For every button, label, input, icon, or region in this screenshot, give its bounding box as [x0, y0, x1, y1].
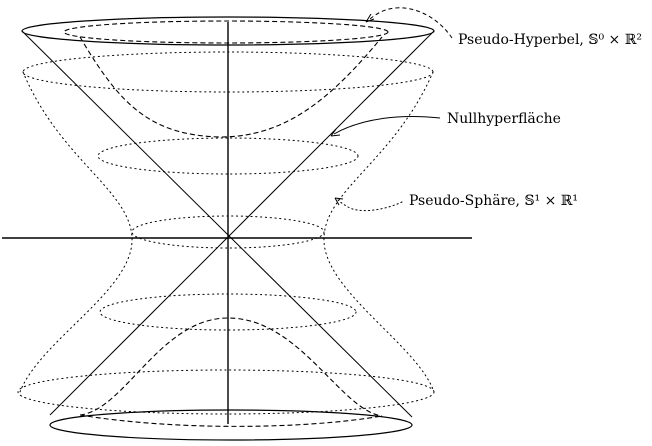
pseudo-hyperbel-lower-sheet [79, 317, 383, 427]
pseudo-sphere-surface [17, 51, 435, 415]
null-cone-top-ellipse [21, 16, 435, 46]
nullhyperflaeche-label: Nullhyperfläche [447, 111, 561, 127]
null-cone-line-right [49, 30, 435, 416]
pseudo-hyperbel-label: Pseudo-Hyperbel, 𝕊⁰ × ℝ² [458, 32, 642, 48]
pseudo-hyperbel-arrowhead [365, 13, 375, 23]
pseudo-hyperbel-upper-sheet [63, 20, 389, 138]
null-cone-line-left [21, 30, 413, 418]
pseudo-sphaere-pointer [337, 199, 403, 212]
nullhyperflaeche-pointer [333, 116, 441, 135]
pseudo-sphaere-label: Pseudo-Sphäre, 𝕊¹ × ℝ¹ [409, 193, 578, 209]
annotation-arrows [330, 7, 453, 212]
pseudo-sphaere-arrowhead [334, 197, 344, 206]
pseudo-hyperbel-pointer [369, 7, 453, 39]
null-cone-bottom-ellipse [49, 409, 413, 441]
nullhyperflaeche-arrowhead [330, 128, 341, 137]
